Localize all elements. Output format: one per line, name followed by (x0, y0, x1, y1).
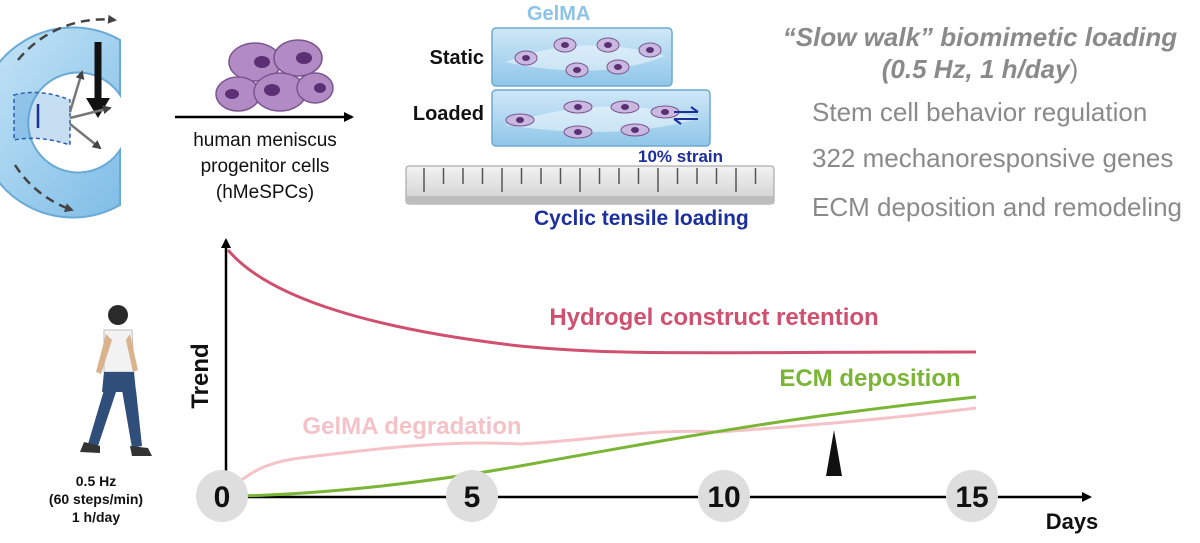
tick-day-15: 15 (946, 470, 998, 522)
degradation-label: GelMA degradation (302, 413, 521, 440)
y-axis-label: Trend (187, 343, 214, 408)
force-arrow-icon (69, 123, 102, 150)
tick-label: 0 (214, 481, 231, 514)
progenitor-cells-icon (215, 39, 334, 112)
tick-label: 10 (707, 481, 740, 514)
tick-day-10: 10 (698, 470, 750, 522)
loading-label: Cyclic tensile loading (534, 207, 749, 230)
rotation-arrow-icon (17, 14, 117, 61)
crossover-marker-icon (826, 430, 842, 476)
ecm-label: ECM deposition (779, 365, 960, 392)
cells-caption-line2: progenitor cells (201, 156, 330, 177)
force-arrow-icon (68, 70, 85, 113)
loading-title-close: ) (1070, 54, 1079, 84)
tick-label: 5 (464, 481, 481, 514)
panel-item: ECM deposition and remodeling (812, 192, 1182, 222)
walking-person-icon (80, 305, 152, 456)
gelma-degradation-curve (226, 406, 977, 494)
panel-item: 322 mechanoresponsive genes (812, 143, 1173, 173)
gelma-static-construct (491, 27, 673, 87)
rotation-arrow-icon (13, 164, 74, 212)
retention-label: Hydrogel construct retention (549, 304, 878, 331)
loading-title-line1: “Slow walk” biomimetic loading (783, 22, 1178, 52)
walker-frequency: 0.5 Hz (76, 473, 116, 489)
strain-direction-icon (673, 106, 699, 125)
walker-steps: (60 steps/min) (49, 491, 143, 507)
x-axis-label: Days (1046, 509, 1099, 534)
tick-day-5: 5 (446, 470, 498, 522)
gelma-label: GelMA (527, 3, 590, 25)
walker-duration: 1 h/day (72, 509, 120, 525)
tick-day-0: 0 (196, 470, 248, 522)
force-arrow-icon (69, 105, 112, 120)
panel-item: Stem cell behavior regulation (812, 97, 1147, 127)
cells-caption-line3: (hMeSPCs) (216, 182, 314, 203)
right-panel: “Slow walk” biomimetic loading (0.5 Hz, … (783, 22, 1182, 222)
meniscus-illustration (0, 14, 121, 219)
cells-caption-line1: human meniscus (193, 130, 337, 151)
loading-title-line2: (0.5 Hz, 1 h/day) (882, 54, 1079, 84)
gelma-loaded-construct (491, 89, 711, 147)
trend-graph: Trend Days Hydrogel construct retention … (187, 238, 1099, 534)
strain-label: 10% strain (638, 147, 723, 166)
loading-title-italic: (0.5 Hz, 1 h/day (882, 54, 1071, 84)
ecm-deposition-curve (239, 395, 977, 498)
ruler-icon (405, 165, 775, 205)
retention-curve (226, 249, 977, 355)
loaded-label: Loaded (413, 103, 484, 125)
static-label: Static (430, 47, 484, 69)
tick-label: 15 (955, 481, 988, 514)
